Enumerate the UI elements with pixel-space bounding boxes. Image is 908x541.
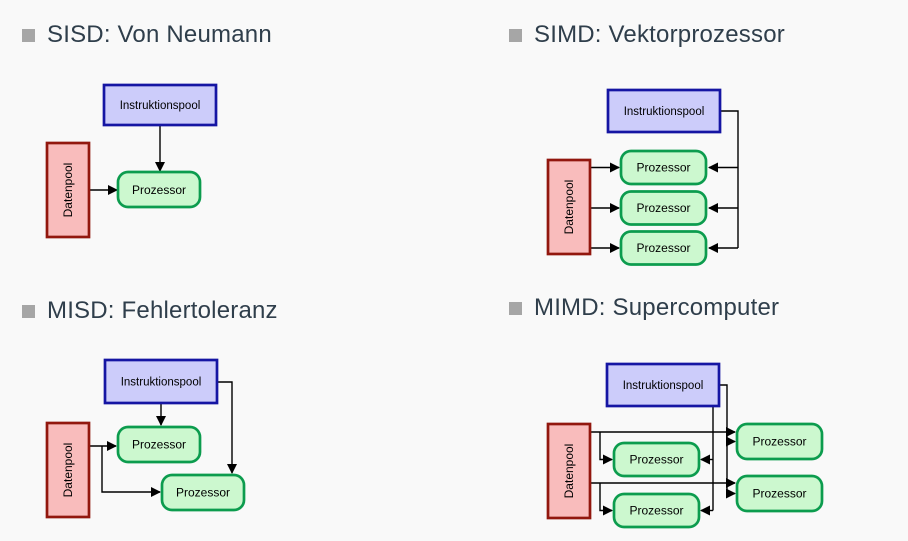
data-pool-box bbox=[45, 141, 91, 239]
instruction-pool-label: Instruktionspool bbox=[624, 106, 705, 118]
heading-sisd: SISD: Von Neumann bbox=[22, 21, 272, 49]
data-pool-label: Datenpool bbox=[61, 443, 75, 498]
heading-misd: MISD: Fehlertoleranz bbox=[22, 297, 278, 325]
data-pool-label: Datenpool bbox=[562, 180, 576, 235]
instruction-pool-label: Instruktionspool bbox=[120, 100, 201, 112]
data-pool-label: Datenpool bbox=[61, 163, 75, 218]
processor-box-right-2 bbox=[735, 474, 824, 513]
processor-box-1 bbox=[116, 425, 202, 464]
processor-label-right-1: Prozessor bbox=[752, 435, 806, 449]
sisd-diagram: Instruktionspool Datenpool Prozessor bbox=[45, 83, 218, 239]
square-bullet-icon bbox=[22, 304, 35, 318]
processor-label-left-1: Prozessor bbox=[629, 453, 683, 467]
instruction-pool-label: Instruktionspool bbox=[121, 377, 202, 389]
arrow-datapool-to-left-processor-1 bbox=[599, 432, 613, 465]
simd-diagram: Instruktionspool Datenpool Prozessor Pro… bbox=[546, 88, 739, 266]
instruction-pool-label: Instruktionspool bbox=[623, 380, 704, 392]
mimd-diagram: Instruktionspool Datenpool Prozessor Pro… bbox=[546, 362, 824, 529]
square-bullet-icon bbox=[22, 28, 35, 42]
processor-label-left-2: Prozessor bbox=[629, 504, 683, 518]
heading-sisd-label: SISD: Von Neumann bbox=[47, 21, 272, 48]
data-pool-box bbox=[45, 421, 91, 519]
instruction-pool-box bbox=[103, 358, 219, 405]
processor-box-1 bbox=[619, 149, 708, 186]
arrow-datapool-to-processor-2 bbox=[101, 446, 161, 497]
data-pool-box bbox=[546, 158, 592, 256]
square-bullet-icon bbox=[509, 301, 522, 315]
processor-box bbox=[116, 170, 202, 209]
instruction-pool-box bbox=[102, 83, 218, 127]
processor-label-1: Prozessor bbox=[636, 161, 690, 175]
processor-box-left-1 bbox=[612, 441, 701, 478]
processor-label-2: Prozessor bbox=[636, 201, 690, 215]
heading-misd-label: MISD: Fehlertoleranz bbox=[47, 297, 278, 324]
processor-label-3: Prozessor bbox=[636, 241, 690, 255]
misd-diagram: Instruktionspool Datenpool Prozessor Pro… bbox=[45, 358, 246, 519]
processor-label-right-2: Prozessor bbox=[752, 487, 806, 501]
processor-box-right-1 bbox=[735, 422, 824, 461]
processor-box-3 bbox=[619, 230, 708, 266]
heading-simd-label: SIMD: Vektorprozessor bbox=[534, 21, 785, 48]
heading-mimd: MIMD: Supercomputer bbox=[509, 294, 779, 322]
arrow-datapool-to-left-processor-2 bbox=[599, 483, 613, 516]
heading-mimd-label: MIMD: Supercomputer bbox=[534, 294, 780, 321]
instruction-trunk-right bbox=[719, 384, 728, 494]
data-pool-label: Datenpool bbox=[562, 444, 576, 499]
instruction-trunk-line bbox=[720, 110, 739, 248]
processor-box-left-2 bbox=[612, 492, 701, 529]
data-pool-box bbox=[546, 422, 592, 520]
instruction-pool-box bbox=[605, 362, 721, 408]
processor-label-2: Prozessor bbox=[176, 486, 230, 500]
processor-box-2 bbox=[619, 190, 708, 226]
heading-simd: SIMD: Vektorprozessor bbox=[509, 21, 785, 49]
square-bullet-icon bbox=[509, 28, 522, 42]
instruction-pool-box bbox=[606, 88, 722, 134]
processor-label: Prozessor bbox=[132, 183, 186, 197]
arrow-instructionpool-to-processor-2 bbox=[217, 381, 237, 474]
processor-box-2 bbox=[160, 473, 246, 512]
processor-label-1: Prozessor bbox=[132, 438, 186, 452]
